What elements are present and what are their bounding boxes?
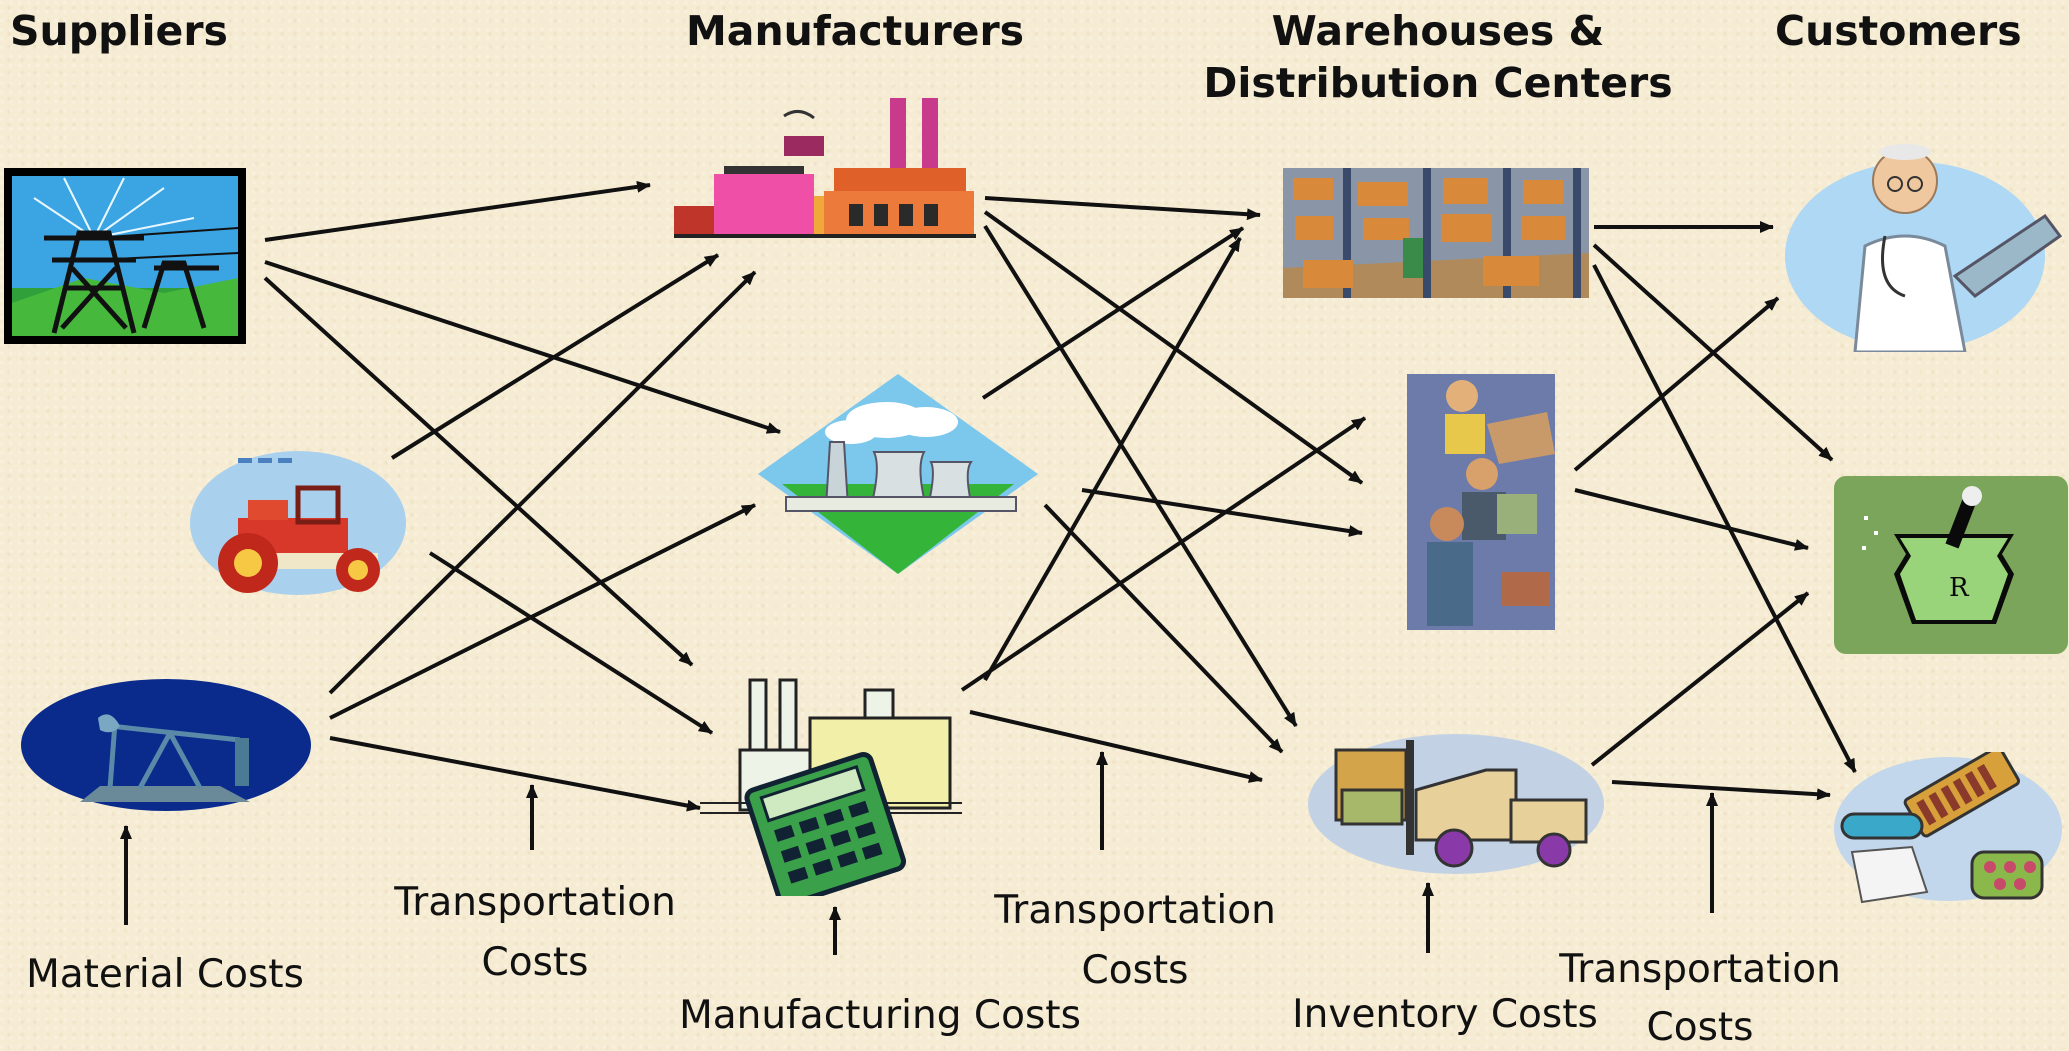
arrow-warehouse-to-medicine bbox=[1592, 264, 1857, 773]
header-warehouses-line2: Distribution Centers bbox=[1203, 59, 1673, 107]
arrow-factory-to-forklift bbox=[983, 224, 1298, 728]
arrow-plant-to-workers bbox=[1081, 488, 1363, 537]
medicine-icon bbox=[1832, 745, 2064, 906]
workers-icon bbox=[1407, 374, 1555, 630]
header-suppliers: Suppliers bbox=[10, 7, 228, 55]
warehouse-icon bbox=[1283, 168, 1589, 298]
arrow-tower-to-factory bbox=[264, 180, 651, 242]
arrow-oil-to-calcfactory bbox=[329, 736, 701, 812]
transportation-costs-1-line1: Transportation bbox=[394, 880, 676, 925]
arrow-factory-to-warehouse bbox=[984, 196, 1261, 221]
oil-pump-icon bbox=[20, 678, 312, 812]
transportation-costs-3-line2: Costs bbox=[1646, 1005, 1754, 1050]
arrow-workers-to-doctor bbox=[1573, 296, 1780, 472]
power-tower-icon bbox=[4, 168, 246, 344]
tractor-icon bbox=[188, 448, 408, 598]
inventory-costs-label: Inventory Costs bbox=[1292, 992, 1598, 1037]
arrow-oil-to-factory bbox=[328, 270, 757, 695]
transportation-costs-2-line1: Transportation bbox=[994, 888, 1276, 933]
arrow-tower-to-plant bbox=[264, 260, 781, 434]
manufacturing-costs-label: Manufacturing Costs bbox=[679, 993, 1081, 1038]
arrow-tractor-to-factory bbox=[390, 253, 720, 460]
header-warehouses-line1: Warehouses & bbox=[1271, 7, 1605, 55]
arrow-plant-to-forklift bbox=[1043, 503, 1284, 754]
svg-text:R: R bbox=[1949, 573, 1970, 603]
power-plant-icon bbox=[756, 372, 1040, 576]
arrow-plant-to-warehouse bbox=[981, 226, 1245, 400]
arrow-workers-to-pharmacy bbox=[1574, 488, 1809, 551]
arrow-calcfactory-to-warehouse bbox=[983, 237, 1242, 681]
doctor-icon bbox=[1775, 126, 2065, 354]
material-costs-label: Material Costs bbox=[26, 952, 304, 997]
arrow-tractor-to-calcfactory bbox=[428, 551, 714, 735]
arrow-tower-to-calcfactory bbox=[263, 276, 694, 667]
arrow-forklift-to-medicine bbox=[1611, 780, 1831, 801]
header-customers: Customers bbox=[1775, 7, 2022, 55]
factory-icon bbox=[674, 96, 976, 244]
transportation-costs-3-line1: Transportation bbox=[1559, 947, 1841, 992]
transportation-costs-1-line2: Costs bbox=[481, 940, 589, 985]
arrow-calcfactory-to-forklift bbox=[969, 710, 1263, 783]
pharmacy-icon: R bbox=[1834, 476, 2068, 654]
arrow-forklift-to-pharmacy bbox=[1590, 591, 1810, 767]
forklift-icon bbox=[1306, 730, 1606, 878]
arrow-oil-to-plant bbox=[329, 503, 756, 720]
transportation-costs-2-line2: Costs bbox=[1081, 948, 1189, 993]
header-manufacturers: Manufacturers bbox=[686, 7, 1025, 55]
factory-calculator-icon bbox=[700, 678, 962, 908]
arrow-factory-to-workers bbox=[983, 210, 1364, 485]
arrow-calcfactory-to-workers bbox=[960, 416, 1367, 692]
